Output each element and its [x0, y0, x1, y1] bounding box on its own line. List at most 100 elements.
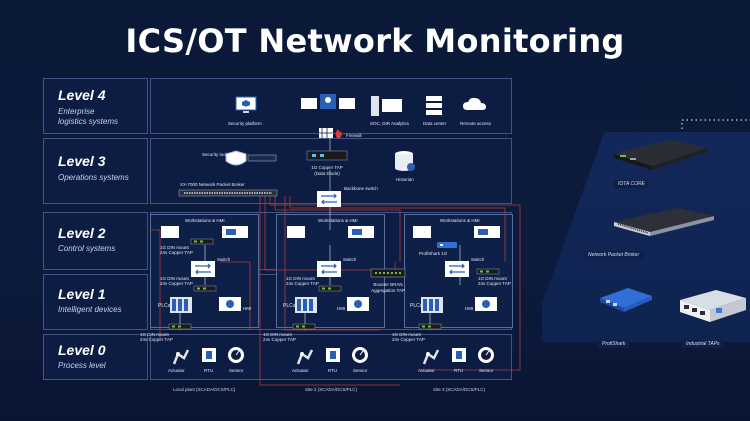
site-3-plc-icon [421, 297, 443, 313]
site-1-workstations-label: Workstations & HMI [185, 218, 225, 223]
historian-database-icon [395, 151, 415, 171]
profishark-device-label: ProfiShark [598, 340, 630, 348]
site-3-field-devices-icon [422, 347, 494, 365]
level-1-desc: Intelligent devices [58, 305, 122, 314]
site-3-switch-label: Switch [471, 257, 485, 262]
site-1-actuator-label: Actuator [168, 368, 185, 373]
site-2-tap0-label-2: 24v Copper TAP [263, 337, 296, 342]
security-tool-icon [225, 150, 277, 166]
soc-server-icon [371, 96, 402, 116]
soc-label: SOC, DIR Analytics [370, 121, 410, 126]
site-1-tap0-icon [168, 323, 192, 330]
security-platform-icon [235, 96, 257, 113]
level-3-box: Level 3 Operations systems [43, 138, 148, 204]
data-diode-tap-label-1: 1G Copper TAP [311, 165, 343, 170]
security-platform-label: Security platform [228, 121, 262, 126]
site-3-sensor-label: Sensor [479, 368, 494, 373]
level-0-desc: Process level [58, 361, 106, 370]
site-1-tap1-label-1: 1G DIN mount [160, 276, 189, 281]
site-1-rtu-label: RTU [204, 368, 214, 373]
level-2-desc: Control systems [58, 244, 116, 253]
site-3-tap0-icon [418, 323, 442, 330]
network-packet-broker-device-icon [614, 208, 714, 236]
site-3-tap0-label-1: 1G DIN mount [392, 332, 421, 337]
backbone-switch-icon [317, 191, 341, 207]
site-1-switch-label: Switch [217, 257, 231, 262]
backbone-switch-label: Backbone switch [344, 186, 378, 191]
site-3-hmi-label: HMI [465, 306, 474, 311]
level-3-desc: Operations systems [58, 173, 129, 182]
npb-device-label: Network Packet Broker [584, 251, 644, 259]
site-3-tap0-label-2: 24v Copper TAP [392, 337, 425, 342]
booster-tap-label-1: Booster BRAN [373, 282, 403, 287]
level-1-label: Level 1 [58, 286, 106, 302]
level-2-label: Level 2 [58, 225, 106, 241]
site-2-hmi-label: HMI [337, 306, 346, 311]
level-4-desc-2: logistics systems [58, 117, 119, 126]
site-1-switch-icon [191, 261, 215, 277]
industrial-taps-label: Industrial TAPs [682, 340, 724, 348]
site-2-tap0-icon [292, 323, 316, 330]
site-1-hmi-icon [219, 297, 241, 311]
site-1-tap2-label-2: 24v Copper TAP [160, 250, 193, 255]
network-packet-broker-icon [178, 189, 278, 197]
site-3-actuator-label: Actuator [418, 368, 435, 373]
level-1-box: Level 1 Intelligent devices [43, 274, 148, 330]
profishark-icon [437, 242, 457, 248]
profishark-label: ProfiShark 1G [419, 251, 448, 256]
data-diode-tap-label-2: (Data Diode) [314, 171, 340, 176]
profishark-device-icon [600, 288, 652, 312]
site-2-footer: Site 2 (SCADA/DCS/PLC) [305, 387, 358, 392]
site-2-hmi-icon [347, 297, 369, 311]
industrial-taps-device-icon [680, 290, 746, 322]
site-2-field-devices-icon [296, 347, 368, 365]
site-2-plc-icon [295, 297, 317, 313]
data-center-label: Data center [423, 121, 447, 126]
site-2-tap1-icon [318, 285, 342, 292]
site-2-rtu-label: RTU [328, 368, 338, 373]
data-center-icon [426, 96, 442, 115]
site-3-plcs-label: PLCs [410, 303, 423, 309]
booster-tap-icon [370, 268, 406, 278]
site-2-workstations-label: Workstations & HMI [318, 218, 358, 223]
site-2-actuator-label: Actuator [292, 368, 309, 373]
site-1-field-devices-icon [172, 347, 244, 365]
site-1-tap0-label-1: 1G DIN mount [140, 332, 169, 337]
site-1-tap2-icon [190, 238, 214, 245]
remote-access-label: Remote access [460, 121, 492, 126]
site-2-tap1-label-2: 24v Copper TAP [286, 281, 319, 286]
iota-core-label: IOTA CORE [614, 180, 649, 188]
historian-label: Historian [396, 177, 414, 182]
level-4-desc-1: Enterprise [58, 107, 95, 116]
level-4-label: Level 4 [58, 87, 106, 103]
site-1-tap1-label-2: 24v Copper TAP [160, 281, 193, 286]
level-0-box: Level 0 Process level [43, 334, 148, 380]
site-1-footer: Local plant (SCADA/DCS/PLC) [173, 387, 236, 392]
site-3-switch-icon [445, 261, 469, 277]
firewall-label: Firewall [346, 133, 362, 138]
npb-label: XX-7000 Network Packet Broker [180, 182, 245, 187]
level-2-box: Level 2 Control systems [43, 212, 148, 270]
data-diode-tap-icon [306, 150, 348, 161]
site-1-tap0-label-2: 24v Copper TAP [140, 337, 173, 342]
site-3-hmi-icon [475, 297, 497, 311]
cloud-icon [463, 97, 486, 110]
site-3-rtu-label: RTU [454, 368, 464, 373]
page-title: ICS/OT Network Monitoring [125, 22, 625, 60]
level-0-label: Level 0 [58, 342, 106, 358]
security-tool-label: Security tool [202, 152, 227, 157]
site-1-sensor-label: Sensor [229, 368, 244, 373]
site-2-switch-icon [317, 261, 341, 277]
site-3-workstation-icon [413, 226, 500, 238]
level-3-label: Level 3 [58, 153, 106, 169]
site-2-tap0-label-1: 1G DIN mount [263, 332, 292, 337]
soc-workstations-icon [301, 94, 355, 109]
firewall-icon [319, 128, 342, 138]
level-4-box: Level 4 Enterprise logistics systems [43, 78, 148, 134]
site-1-tap1-icon [193, 285, 217, 292]
site-2-workstation-icon [287, 226, 374, 238]
site-2-sensor-label: Sensor [353, 368, 368, 373]
site-1-tap2-label-1: 1G DIN mount [160, 245, 189, 250]
site-2-switch-label: Switch [343, 257, 357, 262]
